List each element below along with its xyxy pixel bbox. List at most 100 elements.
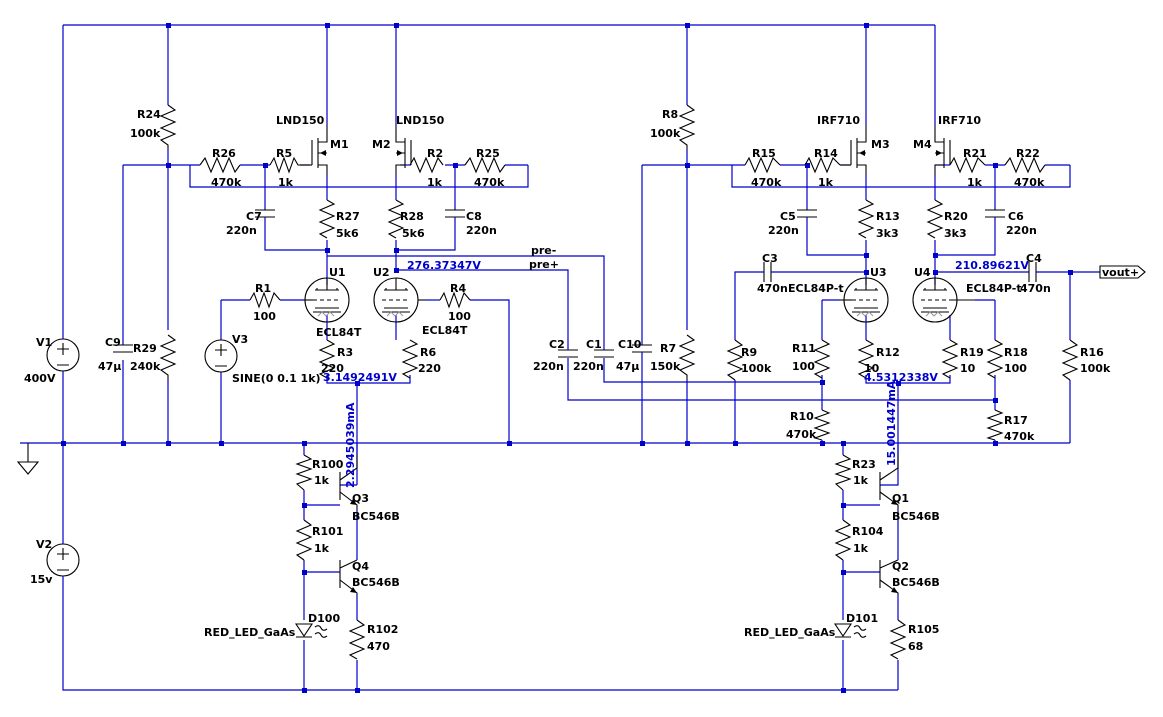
label-c1-value: 220n [573,360,604,373]
label-m2-value: LND150 [396,114,445,127]
label-r13-name: R13 [876,210,900,223]
label-c8-value: 220n [466,224,497,237]
label-c4-value: 470n [1020,282,1051,295]
label-v3-name: V3 [232,333,248,346]
label-u4-value: ECL84P-t [966,282,1022,295]
source-v3[interactable] [204,339,238,373]
resistor-r19 [941,339,959,379]
capacitor-c4 [1028,262,1037,282]
label-q2-name: Q2 [892,560,909,573]
label-c3-name: C3 [762,252,778,265]
label-c10-value: 47µ [616,360,639,373]
label-r16-value: 100k [1080,362,1111,375]
wires [20,24,1100,691]
label-u2-value: ECL84T [422,324,468,337]
label-q4-name: Q4 [352,560,369,573]
resistor-r11 [813,339,831,379]
label-r18-value: 100 [1004,362,1027,375]
label-r3-name: R3 [337,346,353,359]
probe-i-left: 2.2945039mA [344,402,357,488]
label-r28-name: R28 [400,210,424,223]
resistor-r9 [726,339,744,381]
capacitor-c6 [985,209,1005,218]
label-r14-name: R14 [814,147,838,160]
label-r29-value: 240k [130,360,161,373]
resistor-r18 [986,339,1004,379]
label-u3-value: ECL84P-t [788,282,844,295]
capacitor-c3 [763,262,772,282]
label-c7-name: C7 [246,210,262,223]
label-r28-value: 5k6 [402,227,425,240]
capacitor-c9 [113,344,133,353]
label-r12-name: R12 [876,346,900,359]
source-v1[interactable] [46,330,80,380]
resistor-r10 [813,409,831,441]
label-q4-value: BC546B [352,576,400,589]
probe-v-u4-anode: 210.89621V [955,259,1029,272]
label-r101-name: R101 [312,525,343,538]
capacitor-c8 [445,209,465,218]
label-r6-value: 220 [418,362,441,375]
resistor-r17 [986,409,1004,441]
label-m4-value: IRF710 [938,114,981,127]
label-r105-value: 68 [908,640,923,653]
resistor-r104 [834,519,852,561]
label-r16-name: R16 [1080,346,1104,359]
mosfet-m1 [300,125,328,175]
label-q3-value: BC546B [352,510,400,523]
label-d101-value: RED_LED_GaAs [744,626,836,639]
label-r22-value: 470k [1014,176,1045,189]
label-v2-name: V2 [36,538,52,551]
labels: V1 400V V2 15v V3 SINE(0 0.1 1k) C9 47µ … [24,108,1139,653]
label-c9-value: 47µ [98,360,121,373]
label-m3-name: M3 [871,138,890,151]
label-u1-value: ECL84T [316,326,362,339]
label-r3-value: 220 [321,362,344,375]
label-r1-value: 100 [253,310,276,323]
tube-u2 [373,277,425,323]
label-r27-value: 5k6 [336,227,359,240]
source-v2[interactable] [46,540,80,590]
label-u1-name: U1 [329,266,346,279]
capacitor-c2 [558,349,578,358]
tube-u3 [840,277,889,323]
label-c7-value: 220n [226,224,257,237]
resistor-r21 [949,156,986,174]
label-c2-name: C2 [549,338,565,351]
label-r26-name: R26 [212,147,236,160]
label-r104-name: R104 [852,525,884,538]
led-d100 [294,623,328,638]
label-u3-name: U3 [870,266,887,279]
transistor-q4 [339,559,358,595]
label-d101-name: D101 [846,612,878,625]
label-v3-value: SINE(0 0.1 1k) [232,372,321,385]
resistor-r24 [159,104,177,150]
label-m1-name: M1 [330,138,349,151]
label-r101-value: 1k [314,542,330,555]
label-r6-name: R6 [420,346,436,359]
label-r19-value: 10 [960,362,976,375]
label-q2-value: BC546B [892,576,940,589]
label-v1-value: 400V [24,372,56,385]
resistor-r14 [804,156,841,174]
label-r104-value: 1k [853,542,869,555]
probe-v-cathode-right: 4.5312338V [864,371,938,384]
net-pre-plus: pre+ [529,258,559,271]
tube-u4 [912,277,975,323]
label-r20-name: R20 [944,210,968,223]
label-r100-value: 1k [314,474,330,487]
label-d100-value: RED_LED_GaAs [204,626,296,639]
resistor-r105 [889,619,907,660]
label-m4-name: M4 [913,138,932,151]
label-r100-name: R100 [312,458,344,471]
label-r20-value: 3k3 [944,227,967,240]
probe-v-u2-anode: 276.37347V [407,259,481,272]
net-vout: vout+ [1102,266,1139,279]
label-v2-value: 15v [30,573,53,586]
label-r5-name: R5 [276,147,292,160]
label-r13-value: 3k3 [876,227,899,240]
transistor-q1 [879,443,899,510]
transistors [339,443,899,595]
capacitor-c1 [594,349,614,358]
label-r7-name: R7 [660,342,676,355]
